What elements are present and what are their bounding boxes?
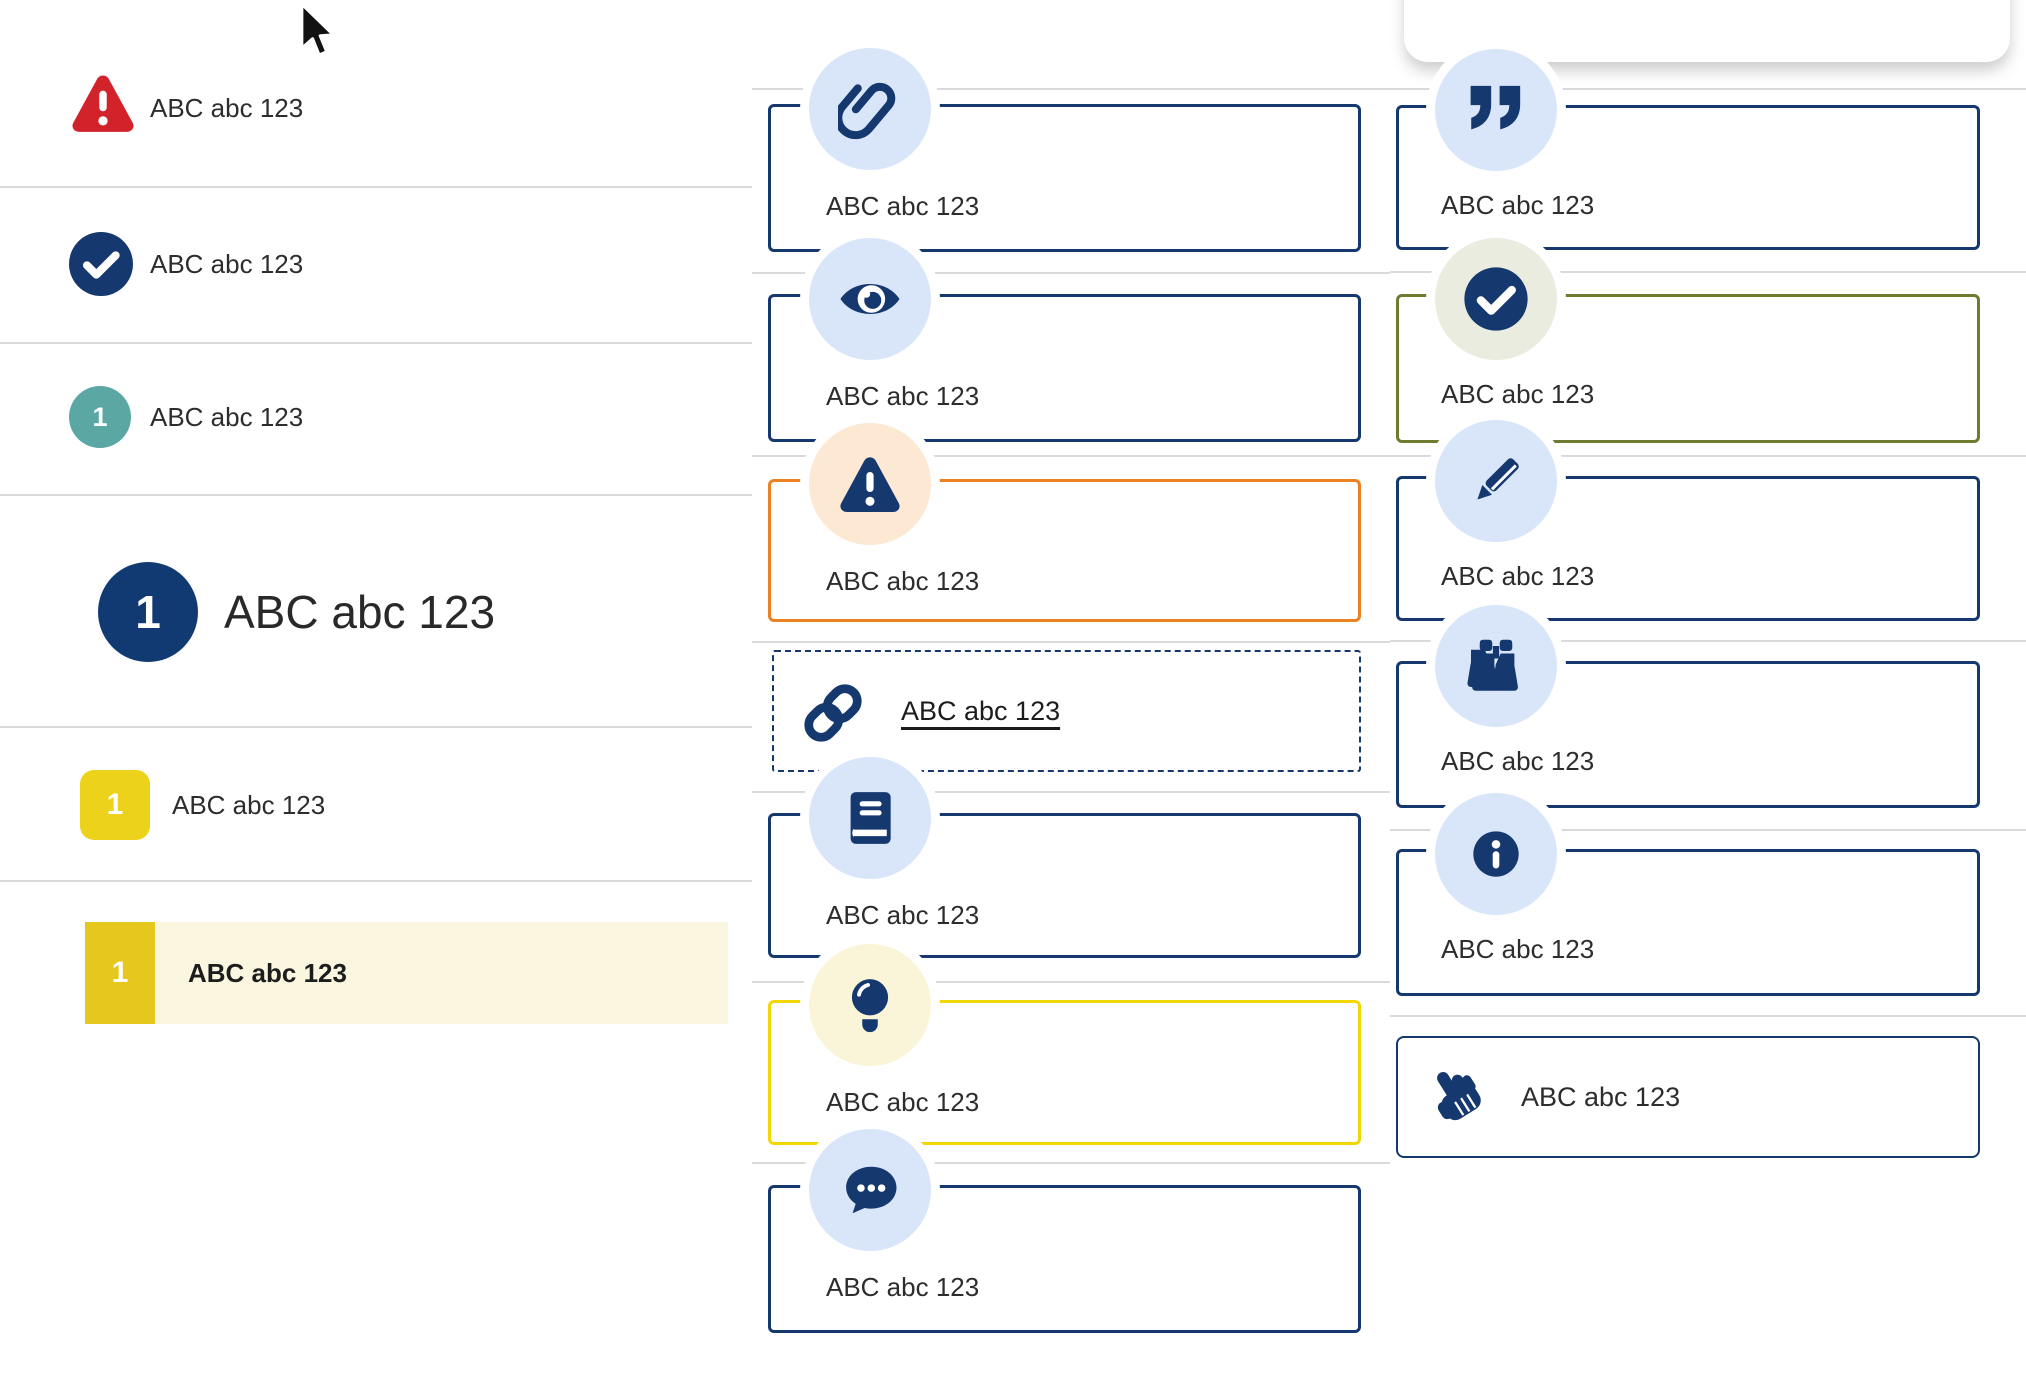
card-label: ABC abc 123 xyxy=(826,191,980,221)
card-label: ABC abc 123 xyxy=(826,1087,980,1117)
eye-icon xyxy=(809,238,931,360)
divider xyxy=(1390,455,2026,457)
card-label: ABC abc 123 xyxy=(826,381,980,411)
card-action[interactable]: ABC abc 123 xyxy=(1396,1036,1980,1158)
card-edit[interactable]: ABC abc 123 xyxy=(1396,420,1980,621)
binoculars-icon xyxy=(1435,605,1557,727)
card-label: ABC abc 123 xyxy=(826,1272,980,1302)
card-label: ABC abc 123 xyxy=(826,566,980,596)
large-navy-number-badge: 1 xyxy=(98,562,198,662)
yellow-number-badge: 1 xyxy=(80,770,150,840)
card-search[interactable]: ABC abc 123 xyxy=(1396,605,1980,808)
divider xyxy=(1390,640,2026,642)
warning-triangle-icon xyxy=(70,72,136,134)
badge-number: 1 xyxy=(135,586,161,638)
badge-number: 1 xyxy=(106,788,124,821)
card-label: ABC abc 123 xyxy=(1521,1081,1681,1112)
quote-icon xyxy=(1435,49,1557,171)
lightbulb-icon xyxy=(809,944,931,1066)
card-attachment[interactable]: ABC abc 123 xyxy=(768,48,1361,252)
divider xyxy=(0,342,752,344)
card-warning[interactable]: ABC abc 123 xyxy=(768,423,1361,622)
check-circle-icon xyxy=(1435,238,1557,360)
card-link-label[interactable]: ABC abc 123 xyxy=(901,695,1061,726)
divider xyxy=(0,726,752,728)
divider xyxy=(1390,88,2026,90)
info-circle-icon xyxy=(1435,793,1557,915)
card-tip[interactable]: ABC abc 123 xyxy=(768,944,1361,1145)
book-icon xyxy=(809,757,931,879)
badge-number: 1 xyxy=(92,401,108,432)
card-visibility[interactable]: ABC abc 123 xyxy=(768,238,1361,442)
badge-number: 1 xyxy=(111,956,129,989)
divider xyxy=(0,186,752,188)
paperclip-icon xyxy=(809,48,931,170)
card-label: ABC abc 123 xyxy=(1441,561,1595,591)
card-label: ABC abc 123 xyxy=(1441,379,1595,409)
divider xyxy=(752,88,1390,90)
list-item-label: ABC abc 123 xyxy=(150,92,304,123)
warning-triangle-icon xyxy=(809,423,931,545)
divider xyxy=(752,455,1390,457)
card-book[interactable]: ABC abc 123 xyxy=(768,757,1361,958)
card-comment[interactable]: ABC abc 123 xyxy=(768,1129,1361,1333)
card-quote[interactable]: ABC abc 123 xyxy=(1396,49,1980,250)
list-item-label: ABC abc 123 xyxy=(188,957,347,988)
card-success[interactable]: ABC abc 123 xyxy=(1396,238,1980,443)
list-item-label: ABC abc 123 xyxy=(172,789,326,820)
list-item-heading: ABC abc 123 xyxy=(224,586,496,638)
card-label: ABC abc 123 xyxy=(1441,934,1595,964)
teal-number-badge: 1 xyxy=(69,386,131,448)
mouse-pointer-icon xyxy=(298,2,344,62)
card-label: ABC abc 123 xyxy=(826,900,980,930)
card-link[interactable]: ABC abc 123 xyxy=(772,650,1361,772)
divider xyxy=(752,272,1390,274)
list-item-yellow-highlighted[interactable]: 1 ABC abc 123 xyxy=(85,922,728,1024)
divider xyxy=(752,641,1390,643)
card-label: ABC abc 123 xyxy=(1441,190,1595,220)
speech-bubble-icon xyxy=(809,1129,931,1251)
list-item-label: ABC abc 123 xyxy=(150,401,304,432)
card-label: ABC abc 123 xyxy=(1441,746,1595,776)
link-icon xyxy=(798,678,868,748)
divider xyxy=(752,1162,1390,1164)
check-circle-icon xyxy=(69,232,133,296)
hand-pointer-icon xyxy=(1422,1064,1490,1132)
yellow-number-block: 1 xyxy=(85,922,155,1024)
divider xyxy=(1390,271,2026,273)
divider xyxy=(1390,829,2026,831)
list-item-label: ABC abc 123 xyxy=(150,248,304,279)
pencil-icon xyxy=(1435,420,1557,542)
divider xyxy=(752,981,1390,983)
divider xyxy=(1390,1015,2026,1017)
divider xyxy=(752,791,1390,793)
divider xyxy=(0,880,752,882)
card-info[interactable]: ABC abc 123 xyxy=(1396,793,1980,996)
divider xyxy=(0,494,752,496)
